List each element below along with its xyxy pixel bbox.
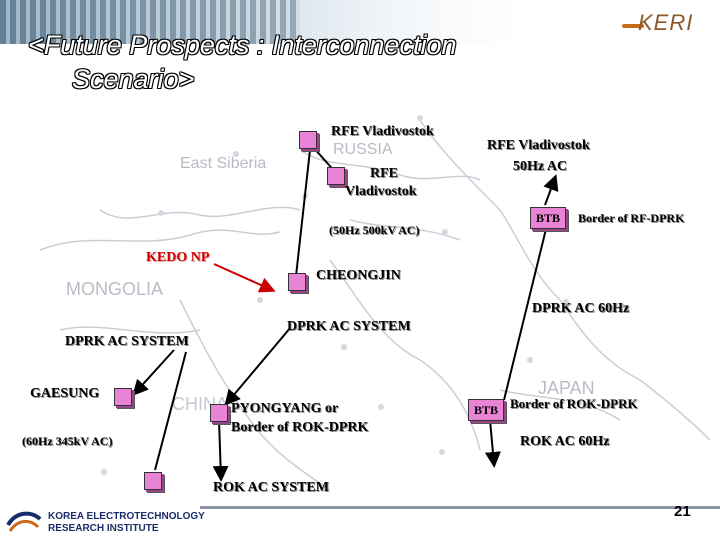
header-banner	[0, 0, 720, 44]
label-cheongjin: CHEONGJIN	[316, 268, 401, 283]
line-dprk-to-pyongyang	[224, 326, 292, 407]
label-rfe-vladivostok-right: RFE Vladivostok	[487, 138, 590, 153]
map-label-japan: JAPAN	[538, 378, 595, 398]
label-kedo-np: KEDO NP	[146, 250, 210, 265]
node-pyongyang	[210, 404, 228, 422]
node-rfe-sub	[327, 167, 345, 185]
line-pyongyang-rok	[212, 419, 229, 482]
arrow-kedo	[213, 263, 276, 293]
label-pyongyang-line1: PYONGYANG or	[231, 401, 339, 416]
label-pyongyang-line2: Border of ROK-DPRK	[231, 420, 369, 435]
keri-emblem-icon	[6, 511, 42, 532]
line-vladivostok-cheongjin	[295, 149, 311, 277]
map-label-russia: RUSSIA	[333, 141, 393, 158]
institute-name-line2: RESEARCH INSTITUTE	[48, 523, 159, 534]
label-rfe-vladivostok-top: RFE Vladivostok	[331, 124, 434, 139]
building-photo	[0, 0, 300, 44]
institute-logo: KOREA ELECTROTECHNOLOGY RESEARCH INSTITU…	[4, 503, 205, 537]
line-btb-bottom-down	[484, 419, 501, 468]
keri-logo: KERI	[638, 10, 694, 35]
label-rok-ac-60hz: ROK AC 60Hz	[520, 434, 610, 449]
footer-divider	[200, 506, 720, 509]
label-dprk-ac-60hz: DPRK AC 60Hz	[532, 301, 630, 316]
label-vladivostok: Vladivostok	[345, 184, 417, 199]
node-gaesung	[114, 388, 132, 406]
btb-node-top: BTB	[530, 207, 566, 229]
btb-node-bottom: BTB	[468, 399, 504, 421]
line-gaesung-node	[154, 351, 187, 471]
label-rfe: RFE	[370, 166, 398, 181]
keri-logo-swoosh	[622, 24, 644, 28]
node-cheongjin	[288, 273, 306, 291]
line-btb-top-up	[543, 174, 559, 206]
label-dprk-ac-system-left: DPRK AC SYSTEM	[65, 334, 189, 349]
page-number: 21	[674, 503, 691, 520]
institute-name-line1: KOREA ELECTROTECHNOLOGY	[48, 511, 205, 522]
node-gaesung-south	[144, 472, 162, 490]
label-50hz-500kv: (50Hz 500kV AC)	[329, 223, 420, 237]
line-dprk-system-gaesung	[132, 349, 175, 396]
label-50hz-ac: 50Hz AC	[513, 159, 568, 174]
line-btb-top-down	[503, 224, 548, 401]
map-label-east-siberia: East Siberia	[180, 155, 267, 172]
label-60hz-345kv: (60Hz 345kV AC)	[22, 434, 113, 448]
map-label-mongolia: MONGOLIA	[66, 279, 164, 299]
label-gaesung: GAESUNG	[30, 386, 100, 401]
label-dprk-ac-system-center: DPRK AC SYSTEM	[287, 319, 411, 334]
page-title-line2: Scenario>	[72, 64, 195, 94]
label-border-rok-dprk: Border of ROK-DPRK	[510, 396, 638, 411]
page-title-line1: <Future Prospects : Interconnection	[28, 30, 457, 60]
node-rfe-vladivostok	[299, 131, 317, 149]
label-rok-ac-system: ROK AC SYSTEM	[213, 480, 329, 495]
label-border-rf-dprk: Border of RF-DPRK	[578, 211, 685, 225]
